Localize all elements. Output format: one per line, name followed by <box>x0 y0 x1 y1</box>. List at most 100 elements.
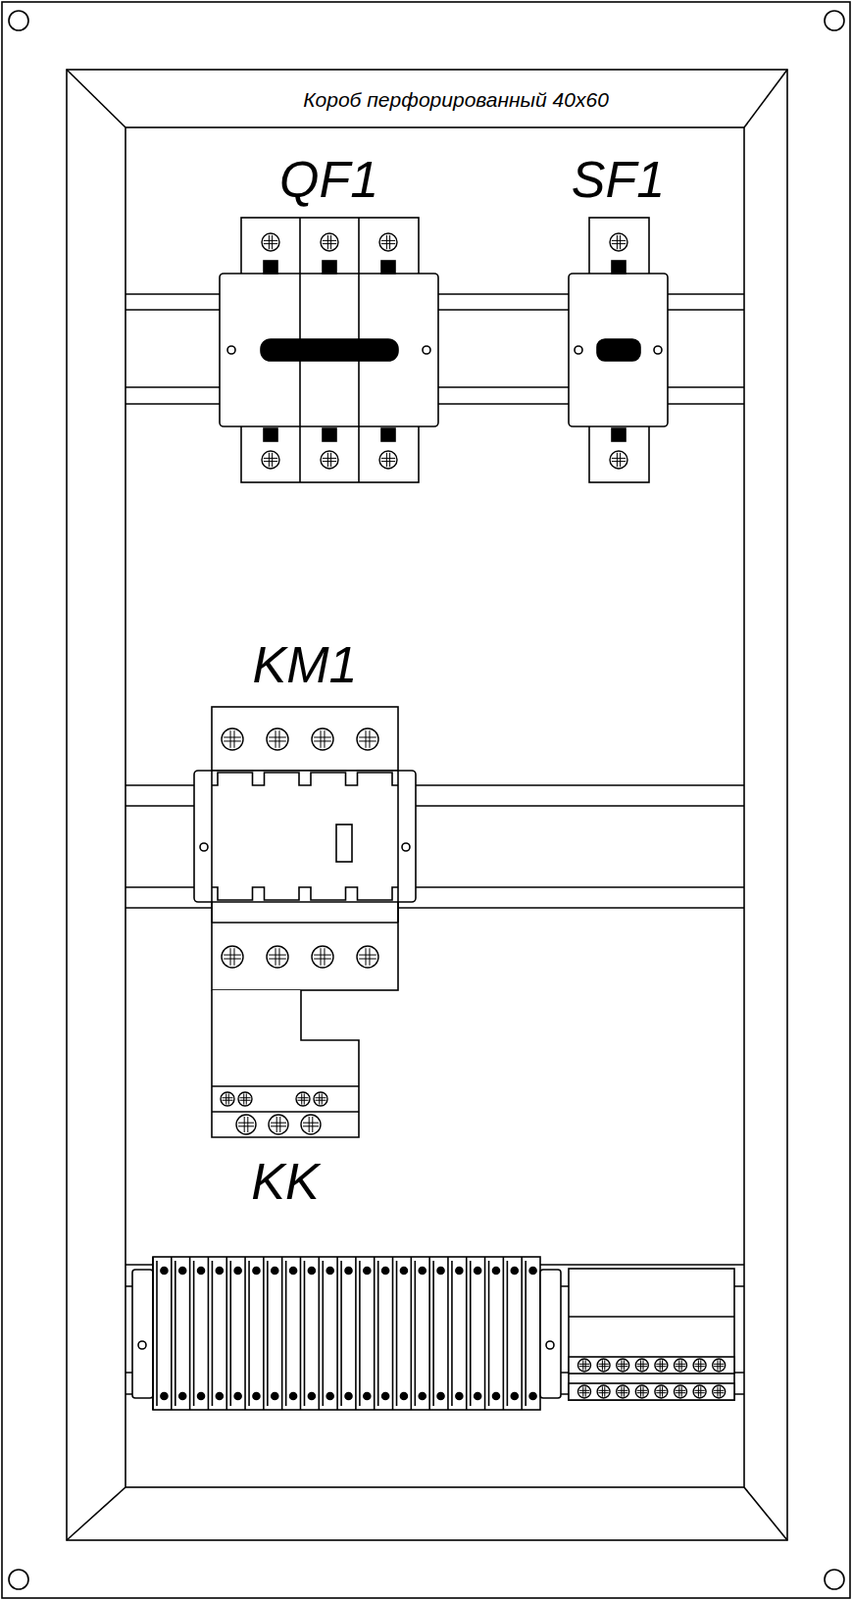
fixing-hole <box>200 843 208 852</box>
screw-slot <box>239 1100 251 1102</box>
screw-slot <box>221 1097 233 1099</box>
terminal-screw <box>252 1393 260 1401</box>
screw-slot <box>268 957 287 959</box>
screw-slot <box>640 1359 642 1370</box>
screw-slot <box>617 1365 628 1367</box>
screw-head <box>356 728 379 751</box>
screw-slot <box>713 1392 724 1394</box>
screw-slot <box>601 1359 603 1370</box>
relay-row <box>211 1110 359 1113</box>
screw-head <box>712 1358 726 1372</box>
screw-slot <box>598 1392 608 1394</box>
terminal-screw <box>578 1385 592 1399</box>
fixing-hole <box>422 346 431 354</box>
terminal-divider <box>447 1256 450 1410</box>
screw-slot <box>368 948 370 966</box>
screw-head <box>313 1092 328 1106</box>
terminal-screw <box>179 1393 187 1401</box>
terminal-screw <box>326 1267 334 1275</box>
screw-slot <box>619 452 621 467</box>
terminal-screw <box>252 1267 260 1275</box>
screw-slot <box>616 235 618 250</box>
screw-slot <box>233 730 235 749</box>
screw-slot <box>358 957 377 959</box>
terminal-screw <box>198 1393 205 1401</box>
terminal-divider <box>155 1260 158 1406</box>
bus-block-edge <box>568 1315 735 1318</box>
screw-slot <box>603 1359 605 1370</box>
bus-bar <box>568 1383 735 1401</box>
terminal-divider <box>336 1256 339 1410</box>
terminal-screw <box>290 1393 298 1401</box>
screw-head <box>300 1114 321 1135</box>
screw-slot <box>223 740 242 742</box>
terminal-screw <box>674 1358 688 1372</box>
screw-slot <box>358 954 377 956</box>
screw-slot <box>694 1365 704 1367</box>
terminal-screw <box>510 1267 518 1275</box>
screw-head <box>635 1385 649 1399</box>
fixing-hole <box>653 346 662 354</box>
terminal-screw <box>313 1092 328 1106</box>
screw-slot <box>313 740 332 742</box>
screw-slot <box>322 457 337 459</box>
screw-slot <box>365 730 367 749</box>
screw-head <box>654 1385 668 1399</box>
screw-slot <box>233 948 235 966</box>
terminal-clamp <box>381 428 396 442</box>
screw-slot <box>386 452 388 467</box>
cable-duct-outer <box>66 69 788 1541</box>
screw-slot <box>246 1093 248 1104</box>
screw-head <box>266 946 289 968</box>
screw-head <box>236 1114 256 1135</box>
terminal-screw <box>693 1358 706 1372</box>
screw-slot <box>270 1125 287 1127</box>
terminal-screw <box>221 946 244 968</box>
screw-slot <box>223 957 242 959</box>
terminal-divider <box>266 1260 269 1406</box>
terminal-screw <box>529 1267 537 1275</box>
screw-slot <box>223 737 242 739</box>
screw-slot <box>322 240 337 242</box>
screw-slot <box>659 1386 661 1397</box>
screw-slot <box>381 457 396 459</box>
bus-bar <box>568 1356 735 1374</box>
terminal-divider <box>189 1256 192 1410</box>
terminal-screw <box>597 1358 610 1372</box>
screw-slot <box>268 452 270 467</box>
screw-slot <box>314 1097 326 1099</box>
terminal-screw <box>261 451 280 469</box>
screw-head <box>712 1385 726 1399</box>
terminal-screw <box>300 1114 321 1135</box>
terminal-divider <box>225 1256 228 1410</box>
terminal-divider <box>211 1260 214 1406</box>
screw-head <box>597 1358 610 1372</box>
screw-slot <box>661 1359 663 1370</box>
screw-slot <box>320 948 322 966</box>
terminal-screw <box>609 233 628 251</box>
screw-slot <box>271 452 273 467</box>
terminal-divider <box>358 1260 361 1406</box>
screw-slot <box>643 1359 645 1370</box>
screw-slot <box>675 1363 686 1365</box>
terminal-divider <box>174 1260 177 1406</box>
terminal-screw <box>266 946 289 968</box>
screw-head <box>693 1385 706 1399</box>
terminal-divider <box>465 1256 468 1410</box>
terminal-divider <box>317 1256 320 1410</box>
duct-corner-line <box>744 69 788 128</box>
screw-slot <box>244 1116 246 1133</box>
terminal-screw <box>266 728 289 751</box>
device-designation: QF1 <box>279 153 379 205</box>
screw-slot <box>247 1116 249 1133</box>
terminal-screw <box>311 728 334 751</box>
end-plate <box>132 1269 153 1399</box>
screw-slot <box>270 1122 287 1124</box>
screw-slot <box>675 1392 686 1394</box>
terminal-screw <box>382 1267 390 1275</box>
terminal-screw <box>578 1358 592 1372</box>
terminal-divider <box>396 1260 399 1406</box>
screw-head <box>616 1358 630 1372</box>
duct-corner-line <box>744 1487 788 1541</box>
screw-slot <box>655 1363 666 1365</box>
